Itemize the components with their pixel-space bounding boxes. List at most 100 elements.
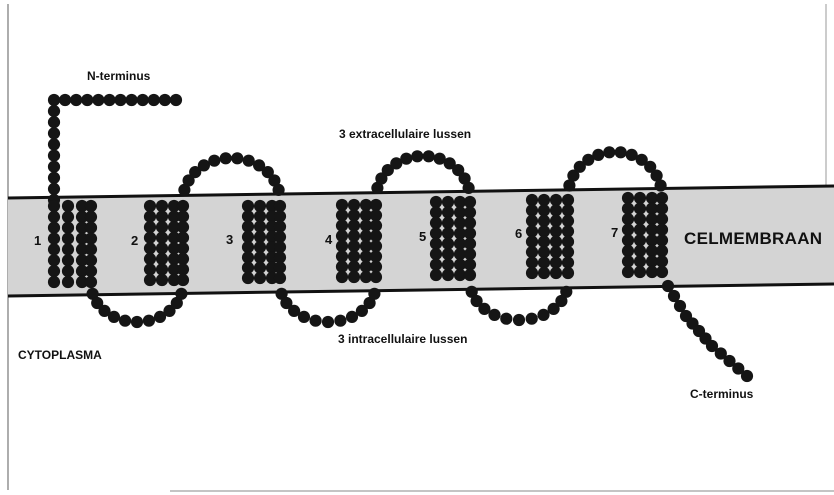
helix-1-bead [62, 222, 74, 234]
helix-6-bead [562, 246, 574, 258]
helix-6-bead [538, 204, 550, 216]
helix-1-bead [48, 254, 60, 266]
helix-6-bead [526, 225, 538, 237]
helix-7-bead [622, 224, 634, 236]
intracellular-loop-bead [513, 314, 525, 326]
helix-2-bead [156, 211, 168, 223]
helix-2-bead [156, 221, 168, 233]
c-terminus-bead [741, 370, 753, 382]
n-terminus-bead [48, 127, 60, 139]
extracellular-loop-bead [655, 179, 667, 191]
helix-1-bead [85, 265, 97, 277]
helix-7-bead [622, 192, 634, 204]
helix-6-bead [562, 236, 574, 248]
helix-2-bead [144, 242, 156, 254]
helix-1-bead [48, 243, 60, 255]
helix-2-bead [144, 263, 156, 275]
helix-2-bead [144, 274, 156, 286]
helix-6-bead [538, 236, 550, 248]
helix-6-bead [562, 267, 574, 279]
n-terminus-bead [48, 150, 60, 162]
helix-2-bead [177, 232, 189, 244]
helix-6-bead [526, 257, 538, 269]
helix-2-bead [144, 211, 156, 223]
cytoplasm-label: CYTOPLASMA [18, 348, 102, 362]
n-terminus-bead [59, 94, 71, 106]
helix-7-bead [622, 266, 634, 278]
helix-5-bead [442, 206, 454, 218]
helix-6-bead [526, 236, 538, 248]
helix-6-bead [526, 215, 538, 227]
helix-6-bead [550, 225, 562, 237]
helix-7-bead [622, 213, 634, 225]
helix-6-bead [526, 194, 538, 206]
helix-7-bead [656, 203, 668, 215]
n-terminus-bead [81, 94, 93, 106]
n-terminus-bead [103, 94, 115, 106]
helix-5-bead [430, 196, 442, 208]
helix-5-bead [442, 238, 454, 250]
helix-1-bead [85, 200, 97, 212]
helix-6-bead [526, 246, 538, 258]
n-terminus-bead [148, 94, 160, 106]
helix-3-bead [254, 272, 266, 284]
helix-5-bead [430, 227, 442, 239]
helix-5-bead [464, 248, 476, 260]
helix-2-bead [144, 253, 156, 265]
helix-2-bead [156, 274, 168, 286]
n-terminus-bead [170, 94, 182, 106]
c-terminus-label: C-terminus [690, 387, 753, 401]
helix-2-bead [156, 232, 168, 244]
extracellular-loop-bead [615, 146, 627, 158]
helix-6-bead [562, 204, 574, 216]
n-terminus-bead [48, 138, 60, 150]
helix-5-bead [442, 196, 454, 208]
intracellular-loop-bead [298, 311, 310, 323]
helix-1-bead [48, 265, 60, 277]
helix-6-bead [550, 194, 562, 206]
helix-7-bead [656, 255, 668, 267]
extracellular-loops-label: 3 extracellulaire lussen [339, 127, 471, 141]
extracellular-loop-bead [411, 150, 423, 162]
helix-5-bead [442, 259, 454, 271]
intracellular-loops-label: 3 intracellulaire lussen [338, 332, 467, 346]
helix-1-bead [48, 222, 60, 234]
helix-2-bead [156, 263, 168, 275]
helix-2-bead [156, 242, 168, 254]
intracellular-loop-bead [108, 311, 120, 323]
helix-5-bead [430, 269, 442, 281]
extracellular-loop-bead [231, 152, 243, 164]
helix-7-bead [622, 203, 634, 215]
intracellular-loop-bead [310, 315, 322, 327]
helix-7-bead [656, 224, 668, 236]
cell-membrane-label: CELMEMBRAAN [684, 229, 822, 249]
helix-7-bead [622, 245, 634, 257]
helix-number-2: 2 [131, 233, 138, 248]
helix-5-bead [464, 217, 476, 229]
n-terminus-bead [48, 116, 60, 128]
helix-2-bead [177, 253, 189, 265]
helix-7-bead [634, 213, 646, 225]
helix-6-bead [550, 236, 562, 248]
helix-1-bead [62, 254, 74, 266]
n-terminus-bead [48, 105, 60, 117]
helix-7-bead [656, 213, 668, 225]
helix-7-bead [634, 266, 646, 278]
helix-3-bead [274, 272, 286, 284]
helix-7-bead [622, 234, 634, 246]
helix-6-bead [538, 257, 550, 269]
intracellular-loop-bead [119, 315, 131, 327]
intracellular-loop-bead [131, 316, 143, 328]
helix-number-5: 5 [419, 229, 426, 244]
helix-1-bead [62, 265, 74, 277]
helix-6-bead [550, 204, 562, 216]
helix-6-bead [538, 194, 550, 206]
n-terminus-bead [48, 183, 60, 195]
helix-4-bead [370, 271, 382, 283]
extracellular-loop-bead [603, 146, 615, 158]
helix-6-bead [550, 215, 562, 227]
n-terminus-bead [159, 94, 171, 106]
extracellular-loop-bead [463, 182, 475, 194]
helix-3-bead [242, 272, 254, 284]
